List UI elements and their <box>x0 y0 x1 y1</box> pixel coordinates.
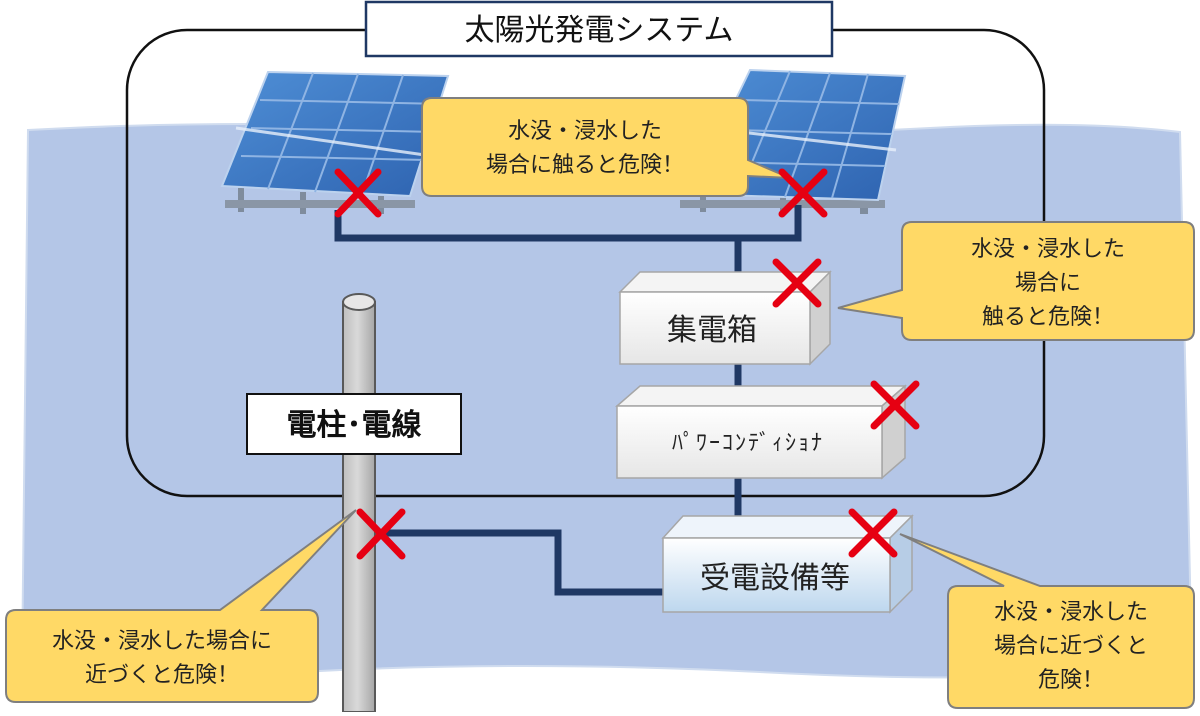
danger-mark-receiving <box>848 508 898 558</box>
callout-receiving-line-2: 場合に近づくと <box>994 634 1148 659</box>
callout-pole-line-2: 近づくと危険！ <box>85 663 239 688</box>
danger-mark-junction-box <box>772 258 822 308</box>
callout-pole: 水没・浸水した場合に 近づくと危険！ <box>5 509 357 703</box>
danger-mark-power-conditioner <box>870 380 920 430</box>
title-box: 太陽光発電システム <box>364 0 834 58</box>
power-conditioner-label: ﾊﾟﾜｰｺﾝﾃﾞｨｼｮﾅ <box>672 431 824 456</box>
callout-panels-line-2: 場合に触ると危険！ <box>486 153 684 178</box>
danger-mark-panel-right <box>778 168 828 218</box>
callout-junction-line-1: 水没・浸水した <box>971 237 1125 262</box>
danger-mark-panel-left <box>334 168 382 218</box>
pole-label: 電柱･電線 <box>287 408 422 443</box>
utility-pole <box>342 293 376 713</box>
junction-box-label: 集電箱 <box>667 313 757 348</box>
danger-mark-pole <box>356 508 406 560</box>
callout-receiving-line-3: 危険！ <box>1038 668 1104 693</box>
callout-panels: 水没・浸水した 場合に触ると危険！ <box>421 97 791 197</box>
callout-receiving-line-1: 水没・浸水した <box>994 600 1148 625</box>
callout-pole-line-1: 水没・浸水した場合に <box>52 629 272 654</box>
callout-panels-line-1: 水没・浸水した <box>508 119 662 144</box>
power-conditioner: ﾊﾟﾜｰｺﾝﾃﾞｨｼｮﾅ <box>614 384 908 480</box>
receiving-equipment-label: 受電設備等 <box>700 561 850 596</box>
junction-box: 集電箱 <box>618 270 832 366</box>
solar-panel-left <box>220 70 450 214</box>
callout-junction-line-2: 場合に <box>1015 271 1081 296</box>
pole-label-box: 電柱･電線 <box>246 393 462 455</box>
callout-junction-line-3: 触ると危険！ <box>982 305 1114 330</box>
callout-receiving: 水没・浸水した 場合に近づくと 危険！ <box>899 533 1195 709</box>
title-text: 太陽光発電システム <box>464 13 733 48</box>
callout-junction-box: 水没・浸水した 場合に 触ると危険！ <box>837 221 1195 341</box>
